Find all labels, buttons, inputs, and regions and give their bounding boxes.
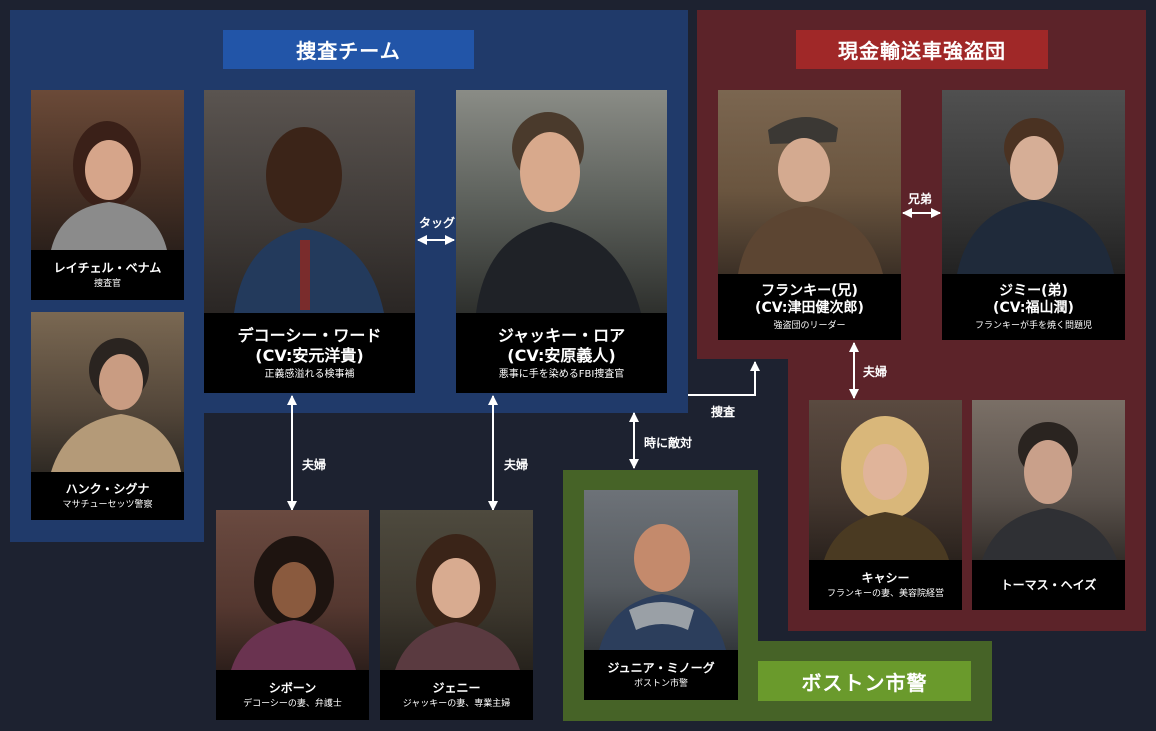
siobhan-name: シボーン (268, 680, 317, 695)
jimmy-name: ジミー(弟) (999, 282, 1068, 299)
couple-decourcy-label: 夫婦 (302, 458, 327, 472)
jimmy-role: フランキーが手を焼く問題児 (974, 320, 1092, 331)
portrait-silhouette-icon (982, 422, 1117, 560)
portrait-silhouette-icon (395, 534, 520, 670)
decourcy-role: 正義感溢れる検事補 (264, 368, 355, 380)
jenny-name: ジェニー (432, 680, 481, 695)
character-card-siobhan[interactable]: シボーン デコーシーの妻、弁護士 (216, 510, 369, 720)
junior-name: ジュニア・ミノーグ (607, 660, 715, 675)
junior-role: ボストン市警 (633, 678, 688, 689)
portrait-silhouette-icon (51, 338, 181, 472)
decourcy-portrait (204, 90, 415, 313)
decourcy-name: デコーシー・ワード (237, 325, 382, 345)
decourcy-caption: デコーシー・ワード (CV:安元洋貴) 正義感溢れる検事補 (204, 313, 415, 393)
rachel-caption: レイチェル・ベナム 捜査官 (31, 250, 184, 300)
jackie-name: ジャッキー・ロア (497, 325, 626, 345)
character-card-rachel[interactable]: レイチェル・ベナム 捜査官 (31, 90, 184, 300)
jenny-role: ジャッキーの妻、専業主婦 (402, 698, 511, 709)
thomas-caption: トーマス・ヘイズ (972, 560, 1125, 610)
character-card-cassie[interactable]: キャシー フランキーの妻、美容院経営 (809, 400, 962, 610)
frankie-cv: (CV:津田健次郎) (755, 300, 864, 317)
portrait-silhouette-icon (599, 524, 726, 650)
portrait-silhouette-icon (738, 116, 883, 274)
rachel-portrait (31, 90, 184, 250)
jackie-caption: ジャッキー・ロア (CV:安原義人) 悪事に手を染めるFBI捜査官 (456, 313, 667, 393)
hank-role: マサチューセッツ警察 (62, 499, 153, 510)
portrait-silhouette-icon (476, 112, 641, 313)
investigate-arrow (688, 361, 760, 396)
hank-caption: ハンク・シグナ マサチューセッツ警察 (31, 472, 184, 520)
portrait-silhouette-icon (234, 127, 384, 313)
cassie-role: フランキーの妻、美容院経営 (826, 588, 944, 599)
boston-pd-label: ボストン市警 (758, 661, 971, 701)
character-card-junior[interactable]: ジュニア・ミノーグ ボストン市警 (584, 490, 738, 700)
jackie-role: 悪事に手を染めるFBI捜査官 (498, 368, 625, 380)
jenny-caption: ジェニー ジャッキーの妻、専業主婦 (380, 670, 533, 720)
siobhan-role: デコーシーの妻、弁護士 (243, 698, 342, 709)
character-card-jenny[interactable]: ジェニー ジャッキーの妻、専業主婦 (380, 510, 533, 720)
siobhan-portrait (216, 510, 369, 670)
jimmy-caption: ジミー(弟) (CV:福山潤) フランキーが手を焼く問題児 (942, 274, 1125, 340)
character-card-jimmy[interactable]: ジミー(弟) (CV:福山潤) フランキーが手を焼く問題児 (942, 90, 1125, 340)
frankie-caption: フランキー(兄) (CV:津田健次郎) 強盗団のリーダー (718, 274, 901, 340)
investigate-label: 捜査 (711, 405, 736, 419)
character-card-hank[interactable]: ハンク・シグナ マサチューセッツ警察 (31, 312, 184, 520)
jackie-portrait (456, 90, 667, 313)
couple-jackie-label: 夫婦 (504, 458, 529, 472)
portrait-silhouette-icon (231, 536, 356, 670)
portrait-silhouette-icon (957, 118, 1114, 274)
cassie-caption: キャシー フランキーの妻、美容院経営 (809, 560, 962, 610)
rachel-name: レイチェル・ベナム (53, 260, 162, 275)
cassie-name: キャシー (861, 570, 910, 585)
cassie-portrait (809, 400, 962, 560)
frankie-portrait (718, 90, 901, 274)
portrait-silhouette-icon (51, 121, 167, 250)
brothers-label: 兄弟 (908, 192, 933, 206)
hank-name: ハンク・シグナ (65, 481, 150, 496)
enemies-label: 時に敵対 (644, 436, 693, 450)
decourcy-cv: (CV:安元洋貴) (255, 345, 364, 365)
junior-portrait (584, 490, 738, 650)
junior-caption: ジュニア・ミノーグ ボストン市警 (584, 650, 738, 700)
character-card-jackie[interactable]: ジャッキー・ロア (CV:安原義人) 悪事に手を染めるFBI捜査官 (456, 90, 667, 393)
character-card-decourcy[interactable]: デコーシー・ワード (CV:安元洋貴) 正義感溢れる検事補 (204, 90, 415, 393)
thomas-portrait (972, 400, 1125, 560)
jackie-cv: (CV:安原義人) (507, 345, 616, 365)
rachel-role: 捜査官 (93, 278, 121, 289)
tag-label: タッグ (419, 216, 456, 230)
robbery-crew-label: 現金輸送車強盗団 (796, 30, 1048, 69)
jimmy-portrait (942, 90, 1125, 274)
character-card-frankie[interactable]: フランキー(兄) (CV:津田健次郎) 強盗団のリーダー (718, 90, 901, 340)
frankie-name: フランキー(兄) (761, 282, 858, 299)
siobhan-caption: シボーン デコーシーの妻、弁護士 (216, 670, 369, 720)
thomas-name: トーマス・ヘイズ (1000, 577, 1097, 592)
frankie-role: 強盗団のリーダー (773, 320, 846, 331)
hank-portrait (31, 312, 184, 472)
jimmy-cv: (CV:福山潤) (993, 300, 1074, 317)
jenny-portrait (380, 510, 533, 670)
investigation-team-label: 捜査チーム (223, 30, 474, 69)
couple-frankie-label: 夫婦 (863, 365, 888, 379)
character-card-thomas[interactable]: トーマス・ヘイズ (972, 400, 1125, 610)
portrait-silhouette-icon (824, 416, 949, 560)
